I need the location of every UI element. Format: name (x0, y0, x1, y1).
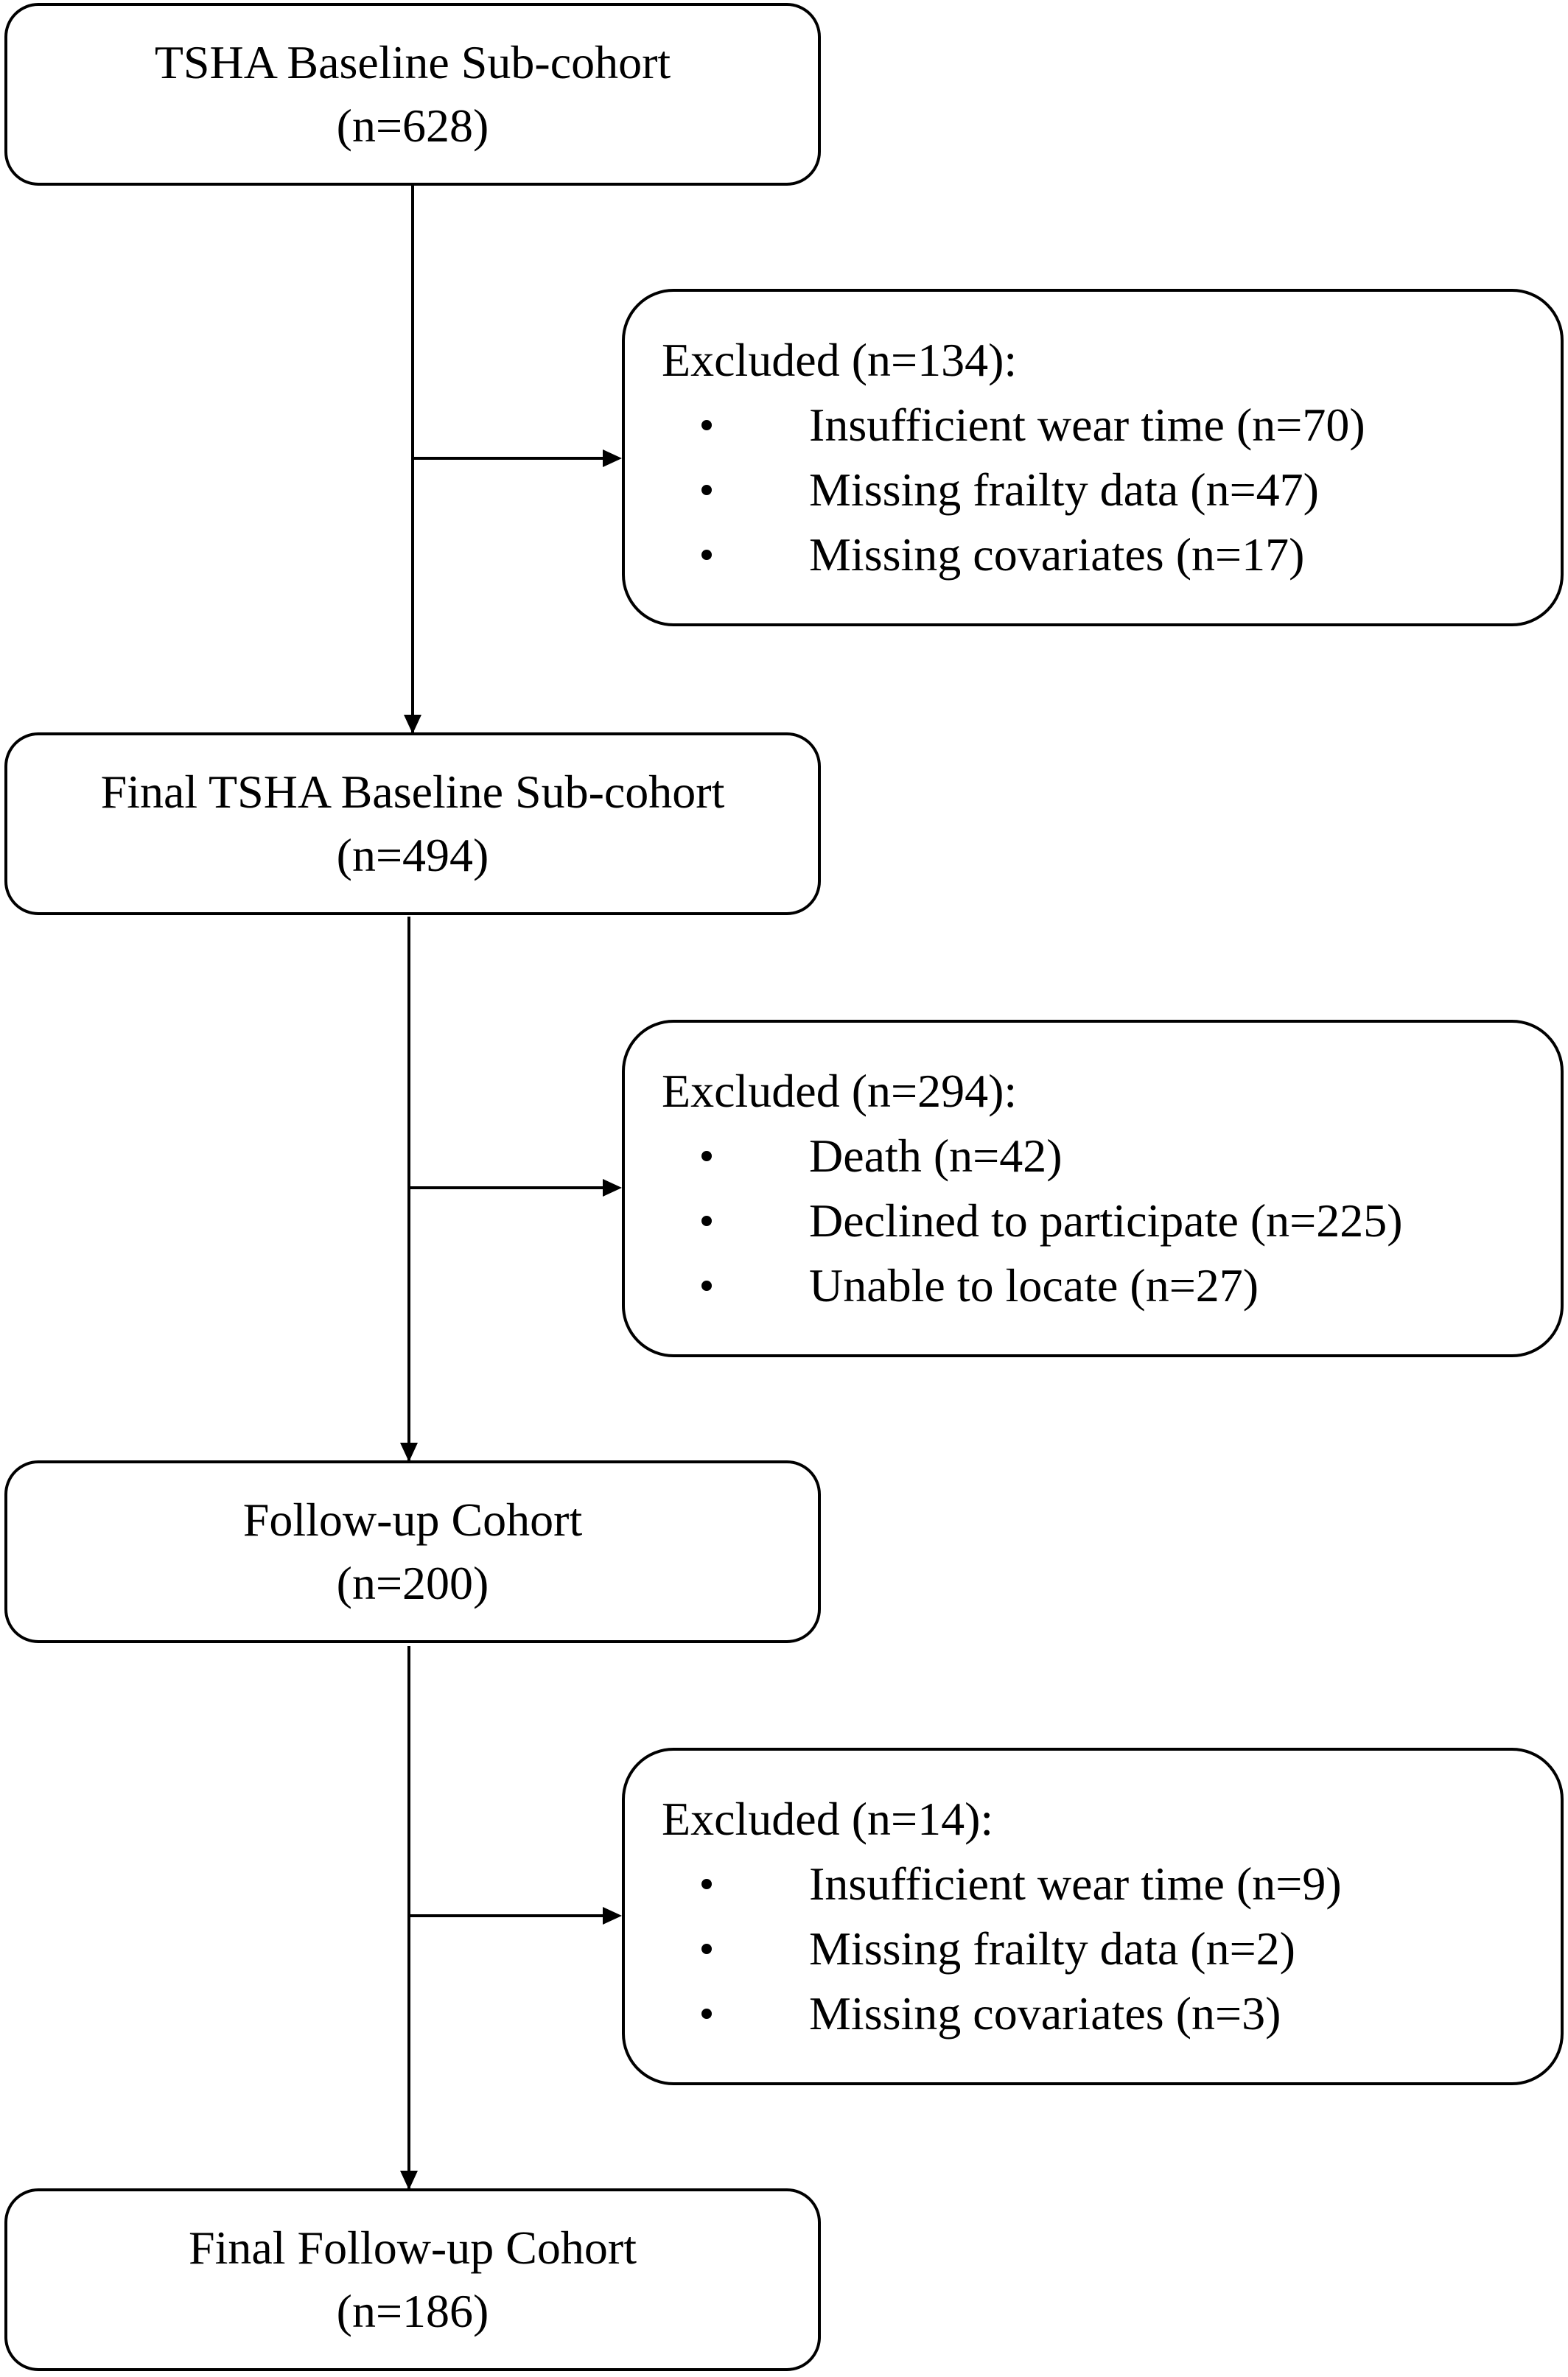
vertical-arrow-3 (400, 1646, 418, 2190)
exclusion-box-2: Excluded (n=294): Death (n=42) Declined … (622, 1020, 1564, 1357)
exclusion-item-text: Unable to locate (n=27) (809, 1259, 1259, 1312)
exclusion-item: Missing frailty data (n=2) (662, 1916, 1561, 1981)
exclusion-item: Missing covariates (n=17) (662, 522, 1561, 587)
box-final-tsha-baseline: Final TSHA Baseline Sub-cohort (n=494) (4, 732, 821, 915)
horizontal-arrow-2 (409, 1179, 622, 1197)
bullet-icon (701, 1216, 712, 1226)
exclusion-item-text: Missing covariates (n=17) (809, 528, 1305, 581)
exclusion-title: Excluded (n=14): (662, 1793, 994, 1845)
box-tsha-baseline: TSHA Baseline Sub-cohort (n=628) (4, 3, 821, 186)
exclusion-box-3: Excluded (n=14): Insufficient wear time … (622, 1748, 1564, 2085)
horizontal-arrow-3 (409, 1907, 622, 1925)
exclusion-title: Excluded (n=294): (662, 1065, 1018, 1117)
box-title: Final Follow-up Cohort (188, 2222, 637, 2274)
bullet-icon (701, 2009, 712, 2019)
exclusion-item-text: Missing frailty data (n=2) (809, 1922, 1295, 1975)
exclusion-item-text: Death (n=42) (809, 1130, 1063, 1182)
box-title: Final TSHA Baseline Sub-cohort (100, 766, 725, 818)
exclusion-list: Insufficient wear time (n=9) Missing fra… (662, 1852, 1561, 2046)
exclusion-item: Missing frailty data (n=47) (662, 458, 1561, 522)
bullet-icon (701, 420, 712, 430)
exclusion-list: Death (n=42) Declined to participate (n=… (662, 1124, 1561, 1318)
bullet-icon (701, 1944, 712, 1954)
exclusion-item-text: Insufficient wear time (n=9) (809, 1858, 1342, 1910)
exclusion-item-text: Missing frailty data (n=47) (809, 463, 1319, 516)
exclusion-item: Insufficient wear time (n=70) (662, 393, 1561, 458)
box-follow-up-cohort: Follow-up Cohort (n=200) (4, 1460, 821, 1643)
bullet-icon (701, 1281, 712, 1291)
exclusion-item: Missing covariates (n=3) (662, 1981, 1561, 2046)
exclusion-item-text: Declined to participate (n=225) (809, 1194, 1403, 1247)
exclusion-item-text: Missing covariates (n=3) (809, 1987, 1281, 2040)
box-count: (n=628) (336, 99, 489, 152)
exclusion-box-1: Excluded (n=134): Insufficient wear time… (622, 289, 1564, 626)
box-title: TSHA Baseline Sub-cohort (154, 36, 671, 88)
box-final-follow-up-cohort: Final Follow-up Cohort (n=186) (4, 2188, 821, 2371)
box-count: (n=494) (336, 829, 489, 881)
bullet-icon (701, 1879, 712, 1889)
horizontal-arrow-1 (413, 449, 622, 467)
exclusion-list: Insufficient wear time (n=70) Missing fr… (662, 393, 1561, 587)
exclusion-item: Declined to participate (n=225) (662, 1188, 1561, 1253)
bullet-icon (701, 1151, 712, 1161)
exclusion-item: Unable to locate (n=27) (662, 1253, 1561, 1318)
box-count: (n=186) (336, 2285, 489, 2337)
box-title: Follow-up Cohort (242, 1494, 583, 1546)
box-count: (n=200) (336, 1557, 489, 1609)
exclusion-item: Insufficient wear time (n=9) (662, 1852, 1561, 1916)
bullet-icon (701, 550, 712, 560)
exclusion-item: Death (n=42) (662, 1124, 1561, 1188)
exclusion-title: Excluded (n=134): (662, 334, 1018, 386)
exclusion-item-text: Insufficient wear time (n=70) (809, 399, 1365, 451)
bullet-icon (701, 485, 712, 495)
